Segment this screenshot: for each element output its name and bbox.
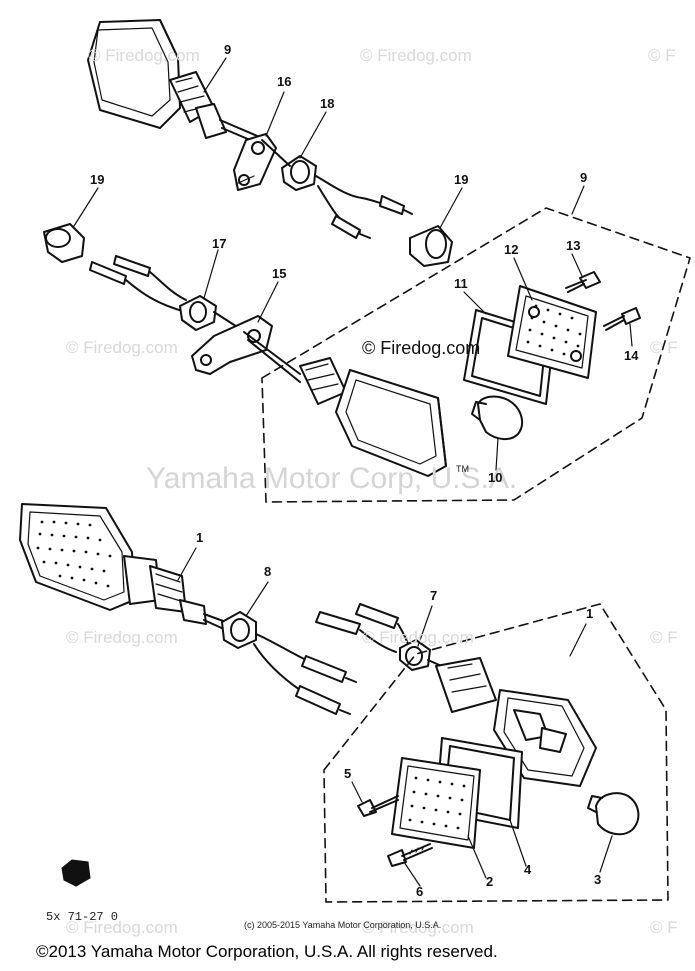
grommet-8 — [221, 611, 357, 715]
cap-19-right — [409, 225, 453, 267]
grommet-17 — [89, 255, 243, 331]
watermark: © Firedog.com — [362, 918, 474, 937]
callout-3: 3 — [594, 872, 602, 887]
leader-lines — [73, 57, 633, 887]
flasher-top-right — [299, 357, 447, 477]
callout-8: 8 — [264, 564, 272, 579]
screw-14 — [603, 307, 641, 331]
callout-5: 5 — [344, 766, 352, 781]
flasher-top-left — [87, 19, 263, 146]
watermark: © Firedog.com — [66, 338, 178, 357]
callout-13: 13 — [566, 238, 581, 253]
callout-2: 2 — [486, 874, 494, 889]
watermark: © F — [650, 338, 678, 357]
bulb-10 — [471, 395, 524, 440]
watermark-center: © Firedog.com — [362, 338, 481, 358]
callout-7: 7 — [430, 588, 438, 603]
screw-5 — [357, 795, 399, 817]
assembly-1-boundary — [323, 603, 669, 903]
callout-16: 16 — [277, 74, 292, 89]
bulb-3 — [587, 792, 640, 836]
lens-2 — [391, 757, 481, 849]
cap-19-left — [43, 223, 85, 263]
callout-19: 19 — [454, 172, 469, 187]
callout-6: 6 — [416, 884, 424, 899]
trademark-mark: TM — [456, 464, 469, 474]
watermark: © F — [650, 628, 678, 647]
watermark: © Firedog.com — [66, 628, 178, 647]
callout-9: 9 — [580, 170, 588, 185]
callout-17: 17 — [212, 236, 227, 251]
watermark: © Firedog.com — [360, 46, 472, 65]
copyright-footer: ©2013 Yamaha Motor Corporation, U.S.A. A… — [36, 942, 498, 961]
watermark: © Firedog.com — [66, 918, 178, 937]
callout-14: 14 — [624, 348, 639, 363]
screw-6 — [387, 843, 433, 867]
callout-1: 1 — [196, 530, 204, 545]
callout-15: 15 — [272, 266, 287, 281]
callout-1: 1 — [586, 606, 594, 621]
marker-glyph — [61, 859, 91, 887]
watermark-corp: Yamaha Motor Corp, U.S.A. — [146, 462, 518, 495]
lens-12 — [507, 285, 597, 379]
diagram-code: 5x 71-27 0 — [46, 910, 119, 924]
bracket-15 — [191, 315, 301, 383]
grommet-7 — [315, 603, 447, 671]
watermark: © F — [648, 46, 676, 65]
callout-12: 12 — [504, 242, 519, 257]
screw-13 — [565, 271, 601, 293]
watermark: © F — [650, 918, 678, 937]
callout-19: 19 — [90, 172, 105, 187]
callout-4: 4 — [524, 862, 532, 877]
assembly-9-boundary — [261, 207, 691, 503]
callout-10: 10 — [488, 470, 503, 485]
range-copyright: (c) 2005-2015 Yamaha Motor Corporation, … — [244, 920, 442, 930]
flasher-bottom-left — [19, 503, 227, 631]
bracket-16 — [233, 133, 277, 191]
callout-18: 18 — [320, 96, 335, 111]
grommet-18 — [261, 139, 413, 239]
watermark: © Firedog.com — [88, 46, 200, 65]
watermark: © Firedog.com — [362, 628, 474, 647]
callout-11: 11 — [454, 276, 468, 291]
callout-9: 9 — [224, 42, 232, 57]
